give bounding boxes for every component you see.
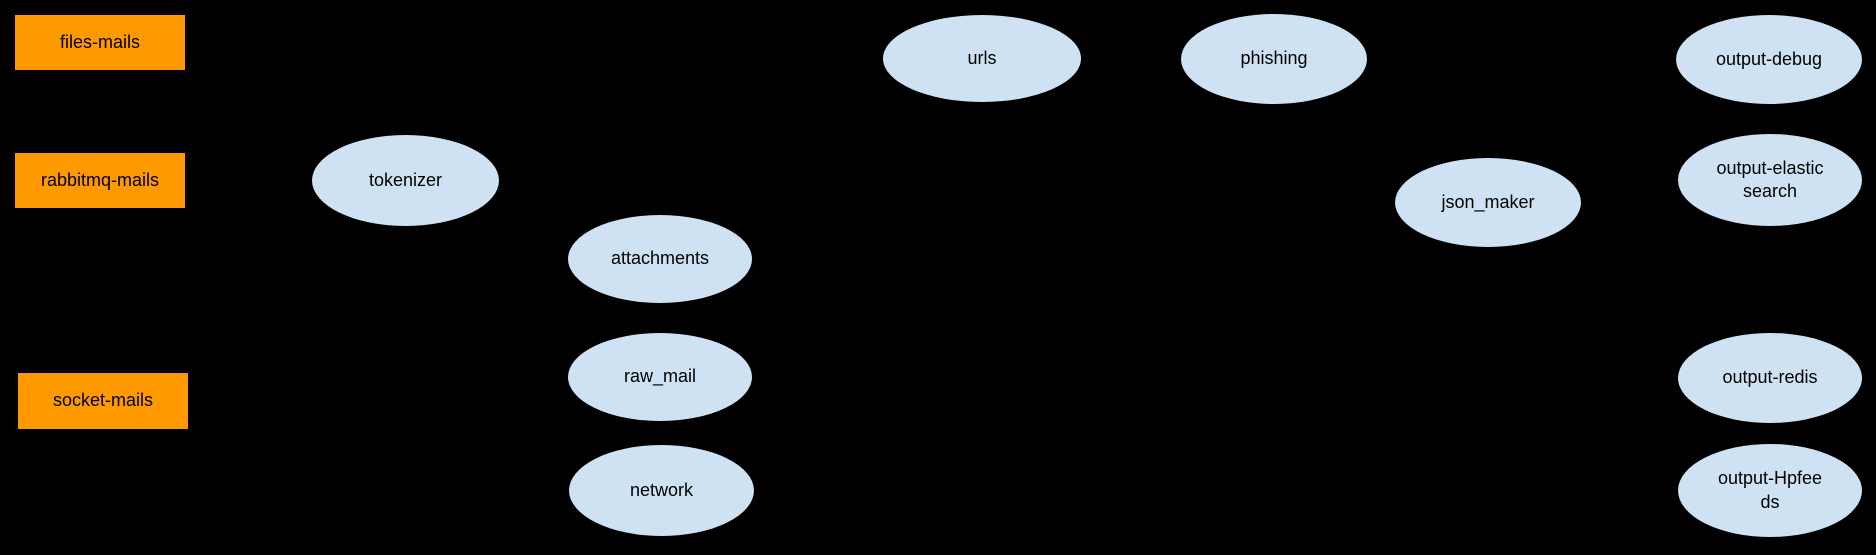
node-label: tokenizer xyxy=(368,169,443,190)
node-raw-mail: raw_mail xyxy=(567,332,753,422)
node-label: json_maker xyxy=(1441,191,1535,212)
node-files-mails: files-mails xyxy=(14,14,186,71)
node-label-line: ds xyxy=(1760,491,1780,512)
node-json-maker: json_maker xyxy=(1394,157,1582,248)
node-label-line: output-elastic xyxy=(1716,157,1824,178)
node-label: output-elastic search xyxy=(1716,157,1823,203)
node-output-debug: output-debug xyxy=(1675,14,1863,105)
node-urls: urls xyxy=(882,14,1082,103)
node-label: phishing xyxy=(1240,48,1308,69)
node-phishing: phishing xyxy=(1180,13,1368,105)
node-label: files-mails xyxy=(59,31,140,52)
node-output-elasticsearch: output-elastic search xyxy=(1677,133,1863,227)
node-socket-mails: socket-mails xyxy=(17,372,189,430)
node-label: urls xyxy=(967,47,997,68)
node-tokenizer: tokenizer xyxy=(311,134,500,227)
node-label: output-debug xyxy=(1715,48,1823,69)
node-rabbitmq-mails: rabbitmq-mails xyxy=(14,152,186,209)
node-label: socket-mails xyxy=(52,390,154,411)
node-label: output-Hpfee ds xyxy=(1718,467,1822,513)
node-label: network xyxy=(629,479,694,500)
node-output-hpfeeds: output-Hpfee ds xyxy=(1677,443,1863,538)
node-label: output-redis xyxy=(1722,367,1818,388)
node-label-line: search xyxy=(1742,181,1798,201)
node-label: attachments xyxy=(610,248,710,269)
node-attachments: attachments xyxy=(567,214,753,304)
node-label: rabbitmq-mails xyxy=(40,169,160,190)
node-label-line: output-Hpfee xyxy=(1717,468,1823,489)
node-network: network xyxy=(568,444,755,537)
node-label: raw_mail xyxy=(623,366,697,387)
node-output-redis: output-redis xyxy=(1677,332,1863,424)
